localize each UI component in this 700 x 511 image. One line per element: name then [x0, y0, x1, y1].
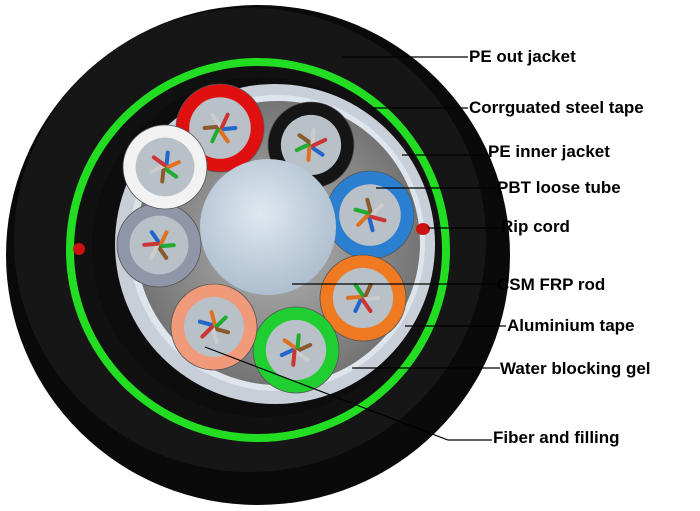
optical-fiber [217, 128, 230, 144]
optical-fiber [210, 112, 223, 128]
optical-fiber [197, 319, 215, 328]
optical-fiber [165, 160, 181, 170]
optical-fiber [311, 137, 328, 148]
optical-fiber [294, 142, 311, 153]
optical-fiber [151, 155, 167, 167]
optical-fiber [345, 294, 364, 300]
optical-fiber [309, 145, 325, 157]
optical-fiber [210, 126, 221, 144]
tube-gel-filling [280, 114, 342, 176]
optical-fiber [370, 203, 384, 217]
pbt-loose-tubes [116, 83, 415, 394]
tube-gel-filling [332, 267, 394, 329]
optical-fiber [149, 230, 162, 245]
optical-fiber [211, 326, 219, 344]
optical-fiber [295, 333, 301, 351]
optical-fiber [306, 144, 312, 162]
optical-fiber [202, 124, 221, 130]
label-csm-frp-rod: CSM FRP rod [497, 275, 605, 294]
optical-fiber [369, 214, 387, 223]
optical-fiber [213, 326, 231, 335]
optical-fiber [209, 310, 217, 328]
optical-fiber [362, 283, 373, 300]
label-fiber-and-filling: Fiber and filling [493, 428, 620, 447]
label-aluminium-tape: Aluminium tape [507, 316, 635, 335]
tube-gel-filling [189, 97, 251, 159]
optical-fiber [296, 342, 313, 353]
label-corrugated-steel-tape: Corrguated steel tape [469, 98, 644, 117]
optical-fiber [142, 241, 160, 247]
optical-fiber [200, 325, 214, 339]
optical-fiber [353, 296, 364, 313]
rip-cord-right [416, 223, 430, 235]
tube-gel-filling [265, 319, 327, 381]
optical-fiber [360, 298, 373, 314]
optical-fiber [149, 243, 160, 260]
label-pe-out-jacket: PE out jacket [469, 47, 576, 66]
optical-fiber [219, 126, 238, 132]
csm-frp-rod [200, 159, 336, 295]
leader-fiber-and-filling [204, 346, 492, 441]
leader-lines [204, 56, 506, 441]
optical-fiber [164, 150, 170, 168]
optical-fiber [214, 315, 228, 329]
optical-fiber [367, 215, 375, 233]
tube-gel-filling [339, 184, 401, 246]
optical-fiber [282, 338, 298, 350]
optical-fiber [158, 230, 169, 247]
optical-fiber [160, 166, 166, 184]
optical-fiber [310, 128, 316, 146]
tube-gel-filling [135, 137, 195, 197]
tube-gel-filling [129, 215, 189, 275]
optical-fiber [353, 282, 366, 298]
optical-fiber [279, 347, 296, 358]
optical-fiber [163, 167, 179, 179]
optical-fiber [291, 349, 297, 367]
optical-fiber [353, 207, 371, 216]
optical-fiber [158, 243, 176, 249]
label-pbt-loose-tube: PBT loose tube [497, 178, 621, 197]
optical-fiber [294, 350, 310, 362]
optical-fiber [219, 112, 230, 130]
optical-fiber [297, 133, 313, 145]
optical-fiber [156, 245, 169, 260]
label-rip-cord: Rip cord [501, 217, 570, 236]
label-pe-inner-jacket: PE inner jacket [488, 142, 610, 161]
tube-gel-filling [183, 296, 245, 358]
optical-fiber [149, 164, 165, 174]
label-water-blocking-gel: Water blocking gel [500, 359, 651, 378]
optical-fiber [362, 296, 381, 302]
optical-fiber [356, 213, 370, 227]
rip-cord-left [73, 243, 85, 255]
optical-fiber [365, 197, 373, 215]
